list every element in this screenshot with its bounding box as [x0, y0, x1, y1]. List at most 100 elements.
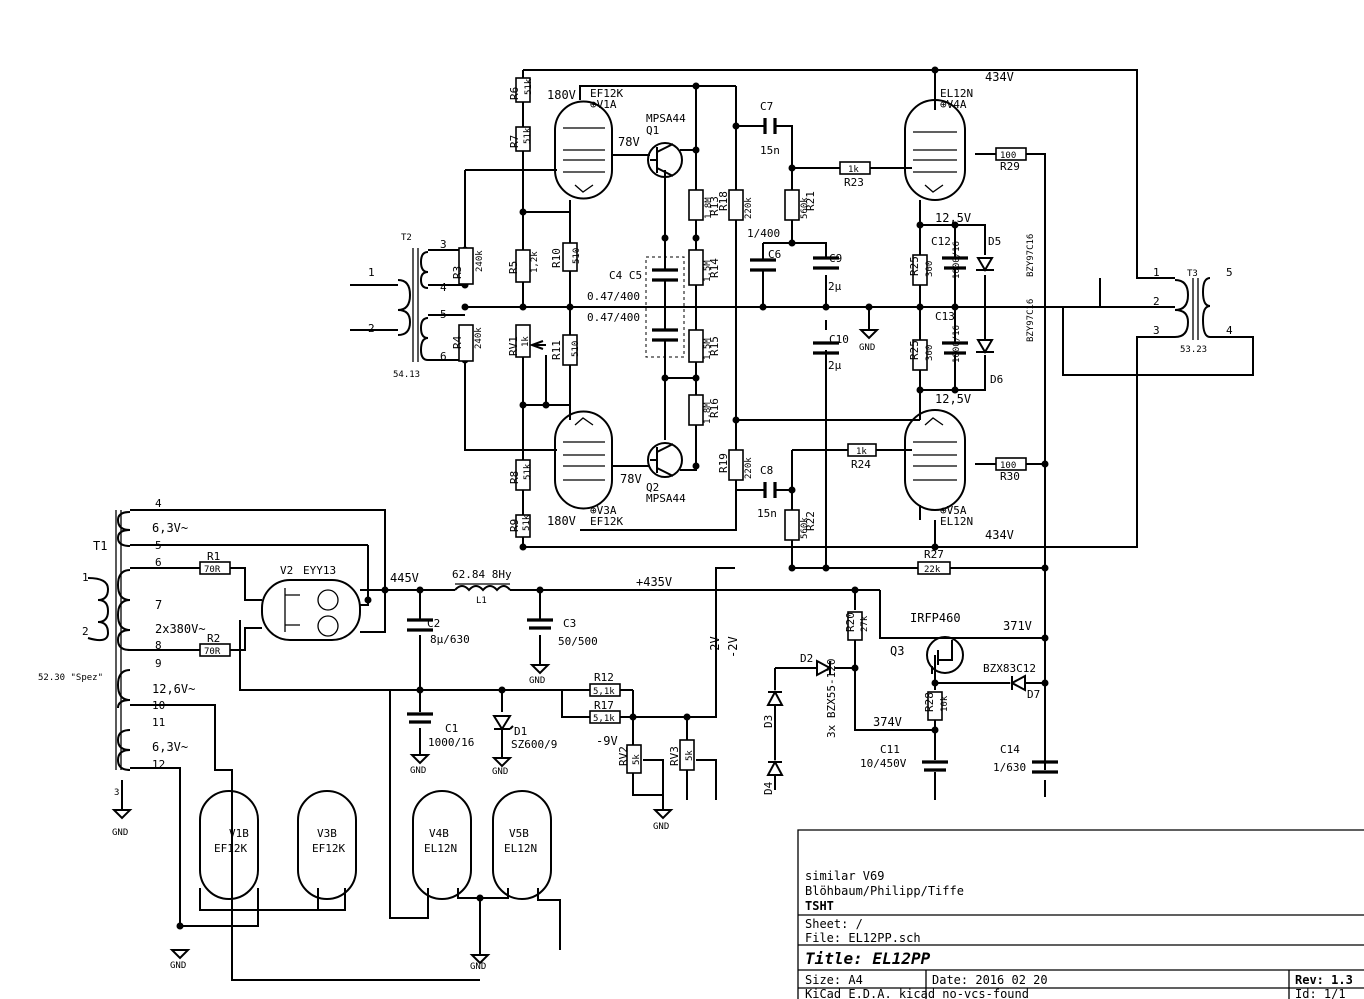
net-12v5-bottom: 12,5V [935, 392, 971, 406]
tube-v4a [904, 99, 966, 201]
r30-ref: R30 [1000, 470, 1020, 483]
resistor-bodies [199, 77, 1027, 774]
v4b-type: EL12N [424, 842, 457, 855]
q3-type: IRFP460 [910, 611, 961, 625]
c13-ref: C13 [935, 310, 955, 323]
rv1-ref: RV1 [507, 336, 520, 356]
d7-ref: D7 [1027, 688, 1040, 701]
r21-ref: R21 [804, 191, 817, 211]
rv3-ref: RV3 [668, 746, 681, 766]
gnd-label-8: GND [470, 962, 486, 972]
capacitor-plates [407, 118, 1058, 774]
r23-ref: R23 [844, 176, 864, 189]
d7-value: BZX83C12 [983, 662, 1036, 675]
q2-ref: Q2 [646, 481, 659, 494]
c14-ref: C14 [1000, 743, 1020, 756]
r7-ref: R7 [508, 135, 521, 148]
r19-value: 220k [744, 457, 754, 479]
rv2-ref: RV2 [617, 746, 630, 766]
r15-value: 1,5M [703, 338, 713, 360]
r25b-value: 300 [925, 345, 935, 361]
v1a-type: EF12K [590, 87, 623, 100]
net-minus2v-a: -2V [708, 636, 722, 658]
net-435v: +435V [636, 575, 672, 589]
tube-v1a [554, 100, 613, 200]
d6-value: BZY97C16 [1026, 299, 1036, 342]
r16-ref: R16 [708, 398, 721, 418]
net-374v: 374V [873, 715, 902, 729]
t1-pin7: 7 [155, 598, 162, 612]
tube-v5a [904, 409, 966, 511]
net-minus9v: -9V [596, 734, 618, 748]
t1-pin1: 1 [82, 571, 89, 584]
r8-value: 51k [523, 463, 533, 480]
l1-ref: L1 [476, 596, 487, 606]
r25a-ref: R25 [908, 256, 921, 276]
r1-ref: R1 [207, 550, 220, 563]
gnd-label-1: GND [859, 343, 875, 353]
d5-value: BZY97C16 [1026, 234, 1036, 277]
tube-v3a [554, 410, 613, 510]
rv2-value: 5k [632, 754, 642, 765]
v1b-type: EF12K [214, 842, 247, 855]
c4-value: 0.47/400 [587, 290, 640, 303]
r24-value: 1k [856, 447, 867, 457]
q1-voltage: 78V [618, 135, 640, 149]
labels-transformers: T1 52.30 "Spez" 6,3V~ 2x380V~ 12,6V~ 6,3… [38, 233, 1233, 798]
t1-pin3: 3 [114, 788, 119, 798]
v2-ref: V2 [280, 564, 293, 577]
gnd-label-6: GND [112, 828, 128, 838]
t3-pin1: 1 [1153, 266, 1160, 279]
t3-pin3: 3 [1153, 324, 1160, 337]
r22-ref: R22 [804, 511, 817, 531]
c2-value: 8µ/630 [430, 633, 470, 646]
c7-ref: C7 [760, 100, 773, 113]
c13-value: 1000/16 [952, 325, 962, 363]
c1-ref: C1 [445, 722, 458, 735]
tb-title: Title: EL12PP [805, 949, 931, 968]
c45-ref: C4 C5 [609, 269, 642, 282]
t2-ref: T2 [401, 233, 412, 243]
tb-rev: Rev: 1.3 [1295, 973, 1353, 987]
c12-ref: C12 [931, 235, 951, 248]
transformer-t2 [397, 248, 429, 362]
t1-pin8: 8 [155, 639, 162, 652]
v3b-ref: V3B [317, 827, 337, 840]
r17-value: 5,1k [593, 714, 615, 724]
r18-ref: R18 [717, 191, 730, 211]
gnd-label-5: GND [653, 822, 669, 832]
q2-type: MPSA44 [646, 492, 686, 505]
r2-ref: R2 [207, 632, 220, 645]
v1b-ref: V1B [229, 827, 249, 840]
v3a-voltage: 180V [547, 514, 576, 528]
c8-ref: C8 [760, 464, 773, 477]
gnd-label-2: GND [529, 676, 545, 686]
t3-pin2: 2 [1153, 295, 1160, 308]
c9-value: 2µ [828, 280, 842, 293]
c8-value: 15n [757, 507, 777, 520]
v1a-ref: ⊕V1A [590, 98, 617, 111]
q2-voltage: 78V [620, 472, 642, 486]
v5b-type: EL12N [504, 842, 537, 855]
title-block: similar V69 Blöhbaum/Philipp/Tiffe TSHT … [805, 869, 1353, 999]
v1a-voltage: 180V [547, 88, 576, 102]
t1-pin10: 10 [152, 699, 165, 712]
d6-ref: D6 [990, 373, 1003, 386]
c3-value: 50/500 [558, 635, 598, 648]
c10-ref: C10 [829, 333, 849, 346]
heater-tubes [199, 790, 552, 900]
c7-value: 15n [760, 144, 780, 157]
d4-ref: D4 [762, 781, 775, 795]
t1-winding3: 12,6V~ [152, 682, 195, 696]
r19-ref: R19 [717, 453, 730, 473]
t3-value: 53.23 [1180, 345, 1207, 355]
r14-value: 1,5M [703, 260, 713, 282]
v4a-type: EL12N [940, 87, 973, 100]
q1-ref: Q1 [646, 124, 659, 137]
q3-ref: Q3 [890, 644, 904, 658]
r12-value: 5,1k [593, 687, 615, 697]
net-minus2v-b: -2V [726, 636, 740, 658]
t2-pin1: 1 [368, 266, 375, 279]
q1-type: MPSA44 [646, 112, 686, 125]
t2-value: 54.13 [393, 370, 420, 380]
